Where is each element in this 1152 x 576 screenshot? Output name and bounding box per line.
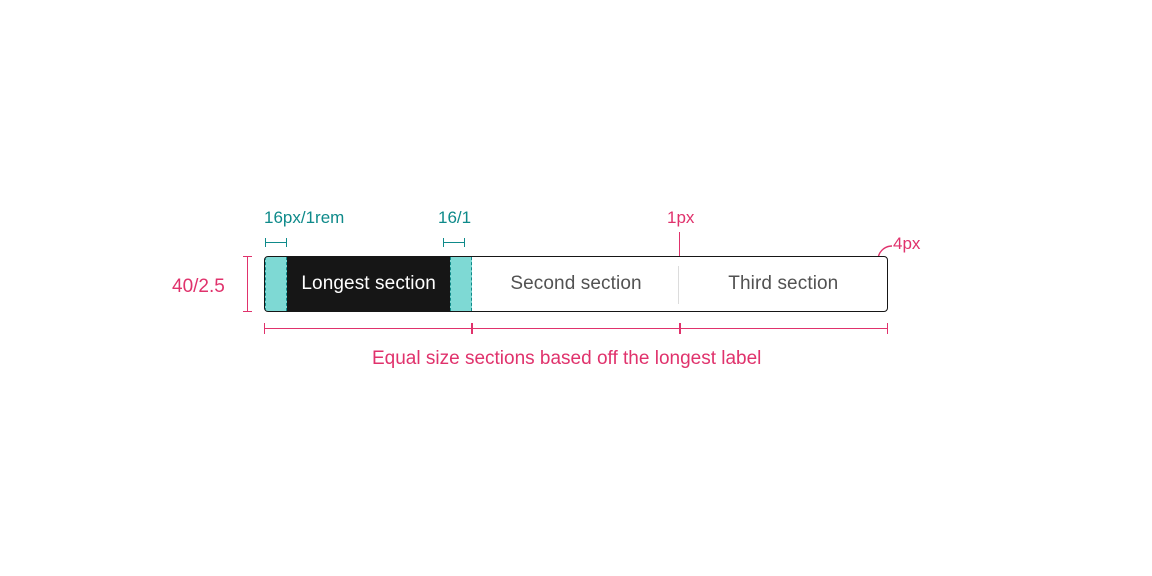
- diagram-caption: Equal size sections based off the longes…: [372, 348, 762, 369]
- section-divider-line: [678, 266, 679, 304]
- padding-right-overlay: [450, 257, 473, 311]
- vdim-bar: [247, 256, 248, 312]
- height-annotation-label: 40/2.5: [172, 276, 225, 297]
- bracket-bar: [265, 242, 287, 243]
- section-3-label: Third section: [728, 273, 839, 294]
- padding-right-annotation-label: 16/1: [438, 208, 472, 227]
- vdim-cap-bottom: [243, 311, 252, 312]
- bracket-cap-right: [286, 238, 287, 247]
- divider-leader-line: [679, 232, 680, 258]
- measure-bar: [264, 328, 888, 329]
- height-dimension-line: [243, 256, 252, 312]
- content-switcher-section-3[interactable]: Third section: [680, 257, 887, 311]
- section-2-label: Second section: [510, 273, 642, 294]
- measure-tick-1: [471, 323, 473, 334]
- padding-left-dimension-bracket: [265, 238, 287, 247]
- bracket-cap-right: [464, 238, 465, 247]
- padding-right-dimension-bracket: [443, 238, 465, 247]
- content-switcher-section-2[interactable]: Second section: [472, 257, 679, 311]
- corner-radius-annotation-label: 4px: [893, 234, 921, 253]
- divider-width-annotation-label: 1px: [667, 208, 695, 227]
- content-switcher-section-1[interactable]: Longest section: [265, 257, 473, 311]
- padding-left-annotation-label: 16px/1rem: [264, 208, 345, 227]
- content-switcher[interactable]: Longest section Second section Third sec…: [264, 256, 888, 312]
- equal-sections-measurement-rule: [264, 323, 888, 334]
- bracket-bar: [443, 242, 465, 243]
- measure-cap-right: [887, 323, 888, 334]
- section-1-label: Longest section: [301, 273, 436, 294]
- measure-tick-2: [679, 323, 681, 334]
- padding-left-overlay: [265, 257, 287, 311]
